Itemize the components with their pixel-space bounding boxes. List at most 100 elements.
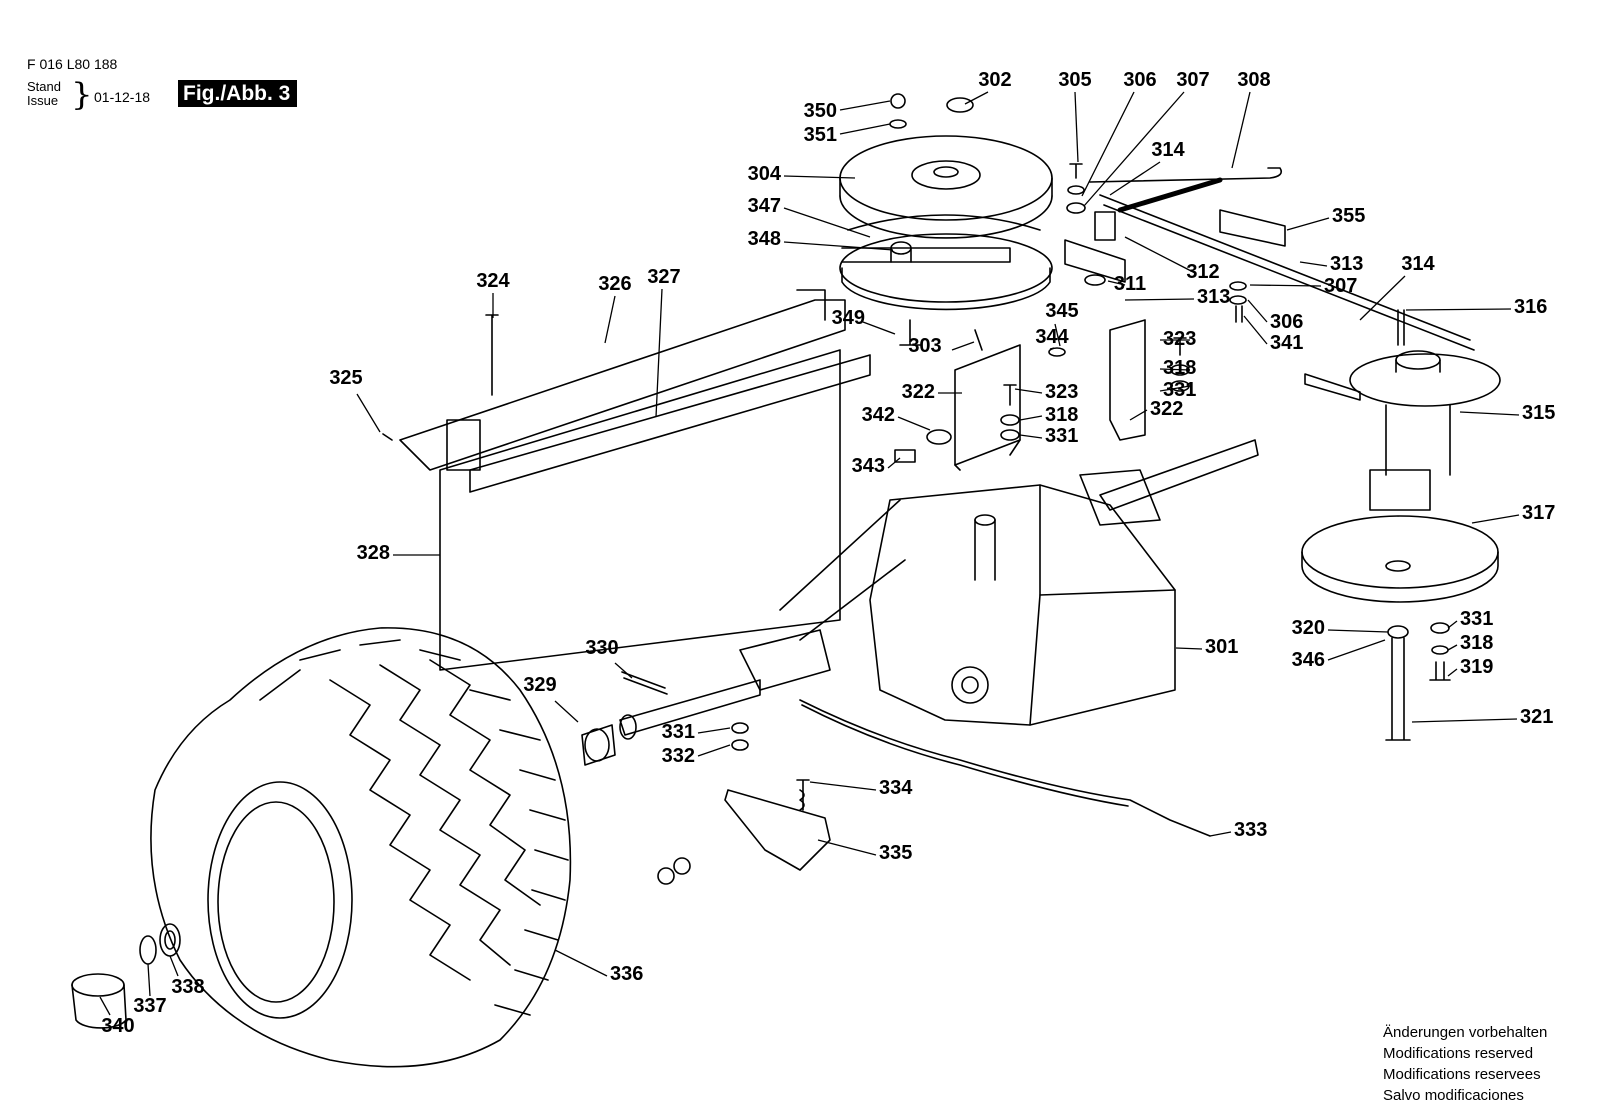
callout-leader-302 <box>964 91 989 105</box>
callout-leader-307 <box>1083 91 1185 207</box>
callout-325: 325 <box>329 367 362 389</box>
callout-leader-307 <box>1249 284 1322 287</box>
callout-301: 301 <box>1205 636 1238 658</box>
callout-leader-349 <box>862 321 896 335</box>
callout-leader-318 <box>1447 644 1458 651</box>
callout-327: 327 <box>647 266 680 288</box>
callout-343: 343 <box>852 455 885 477</box>
callout-316: 316 <box>1514 296 1547 318</box>
callout-314: 314 <box>1401 253 1435 275</box>
callout-348: 348 <box>748 228 781 250</box>
callout-leader-329 <box>554 700 579 723</box>
callout-320: 320 <box>1292 617 1325 639</box>
callout-337: 337 <box>133 995 166 1017</box>
callout-322: 322 <box>902 381 935 403</box>
callout-323: 323 <box>1045 381 1078 403</box>
callout-leader-314 <box>1359 275 1406 321</box>
callout-leader-341 <box>1243 315 1268 345</box>
callout-leader-344 <box>1049 347 1055 350</box>
callout-leader-332 <box>697 744 731 757</box>
callout-leader-348 <box>783 241 894 251</box>
callout-331: 331 <box>1163 379 1196 401</box>
callout-leader-351 <box>839 123 891 135</box>
callout-leader-336 <box>554 949 608 977</box>
callout-leader-343 <box>887 457 901 469</box>
callout-leader-331 <box>1019 434 1043 439</box>
clamp-drawing <box>382 319 1190 471</box>
callout-312: 312 <box>1186 261 1219 283</box>
callout-350: 350 <box>804 100 837 122</box>
callout-338: 338 <box>171 976 204 998</box>
callout-leader-311 <box>1107 280 1126 286</box>
callout-324: 324 <box>476 270 510 292</box>
wheel-drawing <box>150 627 572 1068</box>
callout-leader-331 <box>697 727 731 734</box>
callout-leader-347 <box>783 207 871 238</box>
callout-344: 344 <box>1035 326 1069 348</box>
callout-leader-323 <box>1014 388 1043 394</box>
callout-308: 308 <box>1237 69 1270 91</box>
callout-303: 303 <box>908 335 941 357</box>
callout-leader-304 <box>783 175 856 179</box>
callout-leader-305 <box>1074 91 1079 163</box>
callout-leader-321 <box>1411 718 1518 723</box>
issue-date: 01-12-18 <box>94 89 151 105</box>
callout-326: 326 <box>598 273 631 295</box>
callout-331: 331 <box>662 721 695 743</box>
callout-leader-303 <box>951 341 975 351</box>
note-de: Änderungen vorbehalten <box>1383 1024 1548 1041</box>
callout-318: 318 <box>1163 357 1196 379</box>
callout-leader-306 <box>1081 91 1135 197</box>
callout-leader-325 <box>356 393 381 433</box>
callout-leader-319 <box>1447 668 1458 677</box>
callout-leader-346 <box>1327 639 1386 661</box>
callout-342: 342 <box>862 404 895 426</box>
modification-notes: Änderungen vorbehalten Modifications res… <box>1383 1022 1547 1106</box>
callout-311: 311 <box>1114 273 1146 295</box>
callout-307: 307 <box>1324 275 1357 297</box>
stand-issue-labels: Stand Issue <box>27 80 61 108</box>
callout-321: 321 <box>1520 706 1553 728</box>
callout-leader-313 <box>1124 298 1195 301</box>
callout-leader-350 <box>839 100 891 111</box>
callout-leader-345 <box>1054 323 1061 347</box>
callout-leader-326 <box>604 295 616 344</box>
small-parts-drawing <box>581 671 831 885</box>
callout-leader-331 <box>1447 620 1458 629</box>
transaxle-drawing <box>619 439 1259 837</box>
callout-346: 346 <box>1292 649 1325 671</box>
top-hardware-drawing <box>889 93 1116 241</box>
callout-333: 333 <box>1234 819 1267 841</box>
callout-307: 307 <box>1176 69 1209 91</box>
callout-306: 306 <box>1123 69 1156 91</box>
leader-lines <box>99 91 1520 1016</box>
callout-335: 335 <box>879 842 912 864</box>
callout-328: 328 <box>357 542 390 564</box>
brace-symbol: } <box>71 77 93 113</box>
issue-label: Issue <box>27 93 59 108</box>
callout-329: 329 <box>523 674 556 696</box>
callout-leader-306 <box>1247 299 1268 323</box>
note-es: Salvo modificaciones <box>1383 1087 1524 1104</box>
callout-305: 305 <box>1058 69 1091 91</box>
callout-leader-320 <box>1327 629 1389 633</box>
callout-leader-313 <box>1299 261 1328 267</box>
callout-leader-342 <box>897 416 931 431</box>
callout-347: 347 <box>748 195 781 217</box>
callout-leader-337 <box>147 963 151 997</box>
callout-330: 330 <box>585 637 618 659</box>
callout-leader-301 <box>1175 647 1203 650</box>
callout-331: 331 <box>1460 608 1493 630</box>
callout-leader-335 <box>817 839 877 856</box>
callout-315: 315 <box>1522 402 1555 424</box>
callout-341: 341 <box>1270 332 1303 354</box>
figure-label: Fig./Abb. 3 <box>178 80 298 107</box>
callout-313: 313 <box>1330 253 1363 275</box>
callout-leader-315 <box>1459 411 1520 416</box>
note-fr: Modifications reservees <box>1383 1066 1541 1083</box>
callout-334: 334 <box>879 777 913 799</box>
idler-arm-drawing <box>1064 167 1475 351</box>
callout-317: 317 <box>1522 502 1555 524</box>
callout-331: 331 <box>1045 425 1078 447</box>
